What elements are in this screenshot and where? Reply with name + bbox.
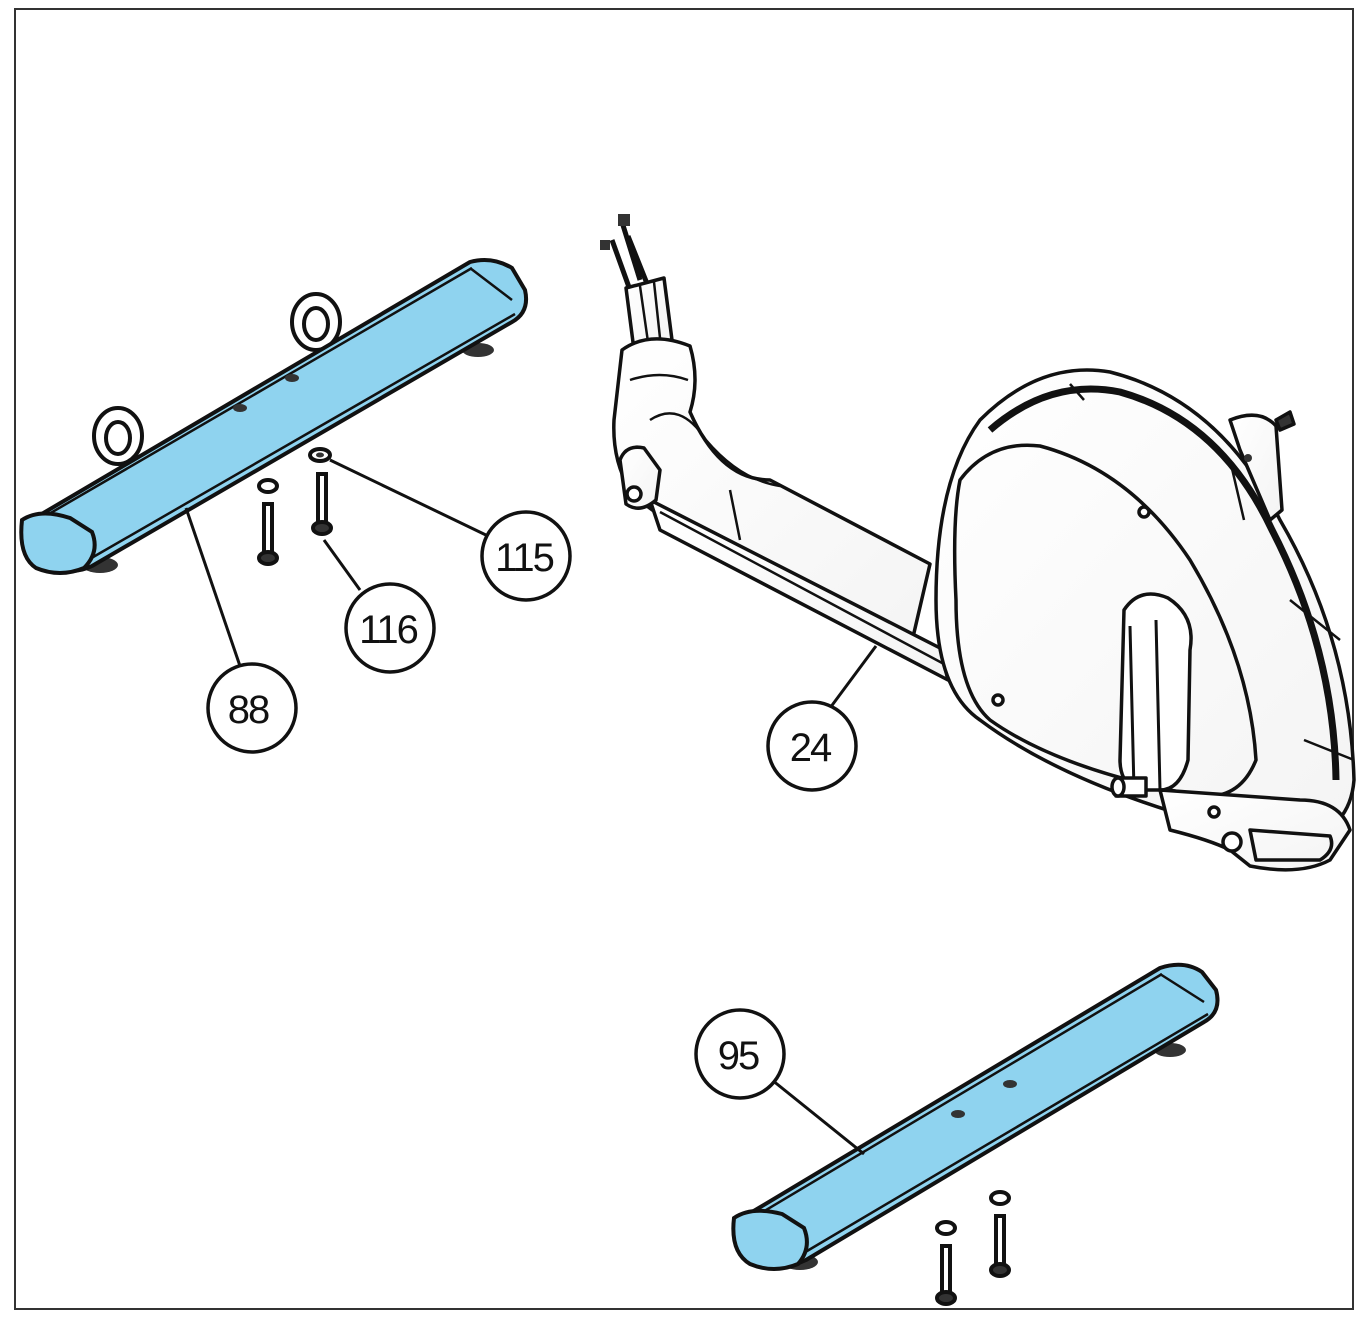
diagram-frame <box>14 8 1354 1310</box>
callout-24: 24 <box>766 700 858 792</box>
callout-88: 88 <box>206 662 298 754</box>
washer-115 <box>308 447 332 463</box>
callout-95: 95 <box>694 1008 786 1100</box>
leader-lines <box>184 458 878 1156</box>
callout-116: 116 <box>344 582 436 674</box>
transport-wheel <box>92 292 342 466</box>
bolt-pair-95 <box>935 1190 1011 1306</box>
callout-label-88: 88 <box>228 688 269 732</box>
callout-label-116: 116 <box>359 608 418 652</box>
main-frame-24 <box>600 214 1356 872</box>
bolt-116 <box>257 472 333 566</box>
callout-label-24: 24 <box>790 726 832 770</box>
front-stabilizer-95 <box>731 962 1220 1271</box>
callout-label-115: 115 <box>495 536 554 580</box>
callout-label-95: 95 <box>718 1034 759 1078</box>
rear-stabilizer-88 <box>19 258 529 575</box>
callout-115: 115 <box>480 510 572 602</box>
